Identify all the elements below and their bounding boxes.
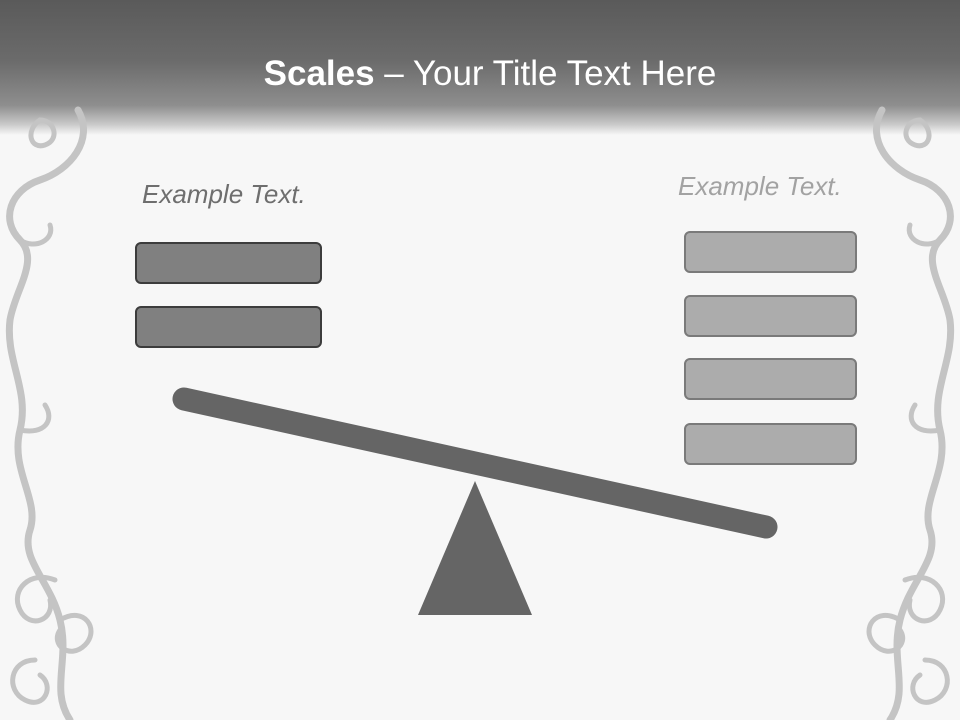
- right-box-2[interactable]: [684, 295, 857, 337]
- right-box-3[interactable]: [684, 358, 857, 400]
- left-box-2[interactable]: [135, 306, 322, 348]
- seesaw-beam[interactable]: [172, 387, 778, 539]
- right-box-1[interactable]: [684, 231, 857, 273]
- title-bar: [0, 0, 960, 135]
- scroll-ornament-left-icon: [5, 106, 94, 720]
- scroll-ornament-right-icon: [866, 106, 955, 720]
- title-rest: – Your Title Text Here: [374, 54, 717, 93]
- left-box-1[interactable]: [135, 242, 322, 284]
- right-caption[interactable]: Example Text.: [678, 171, 842, 201]
- right-box-4[interactable]: [684, 423, 857, 465]
- seesaw-fulcrum[interactable]: [418, 481, 532, 615]
- slide-title: Scales – Your Title Text Here: [0, 52, 960, 96]
- title-bold: Scales: [263, 54, 375, 93]
- left-caption[interactable]: Example Text.: [142, 179, 306, 209]
